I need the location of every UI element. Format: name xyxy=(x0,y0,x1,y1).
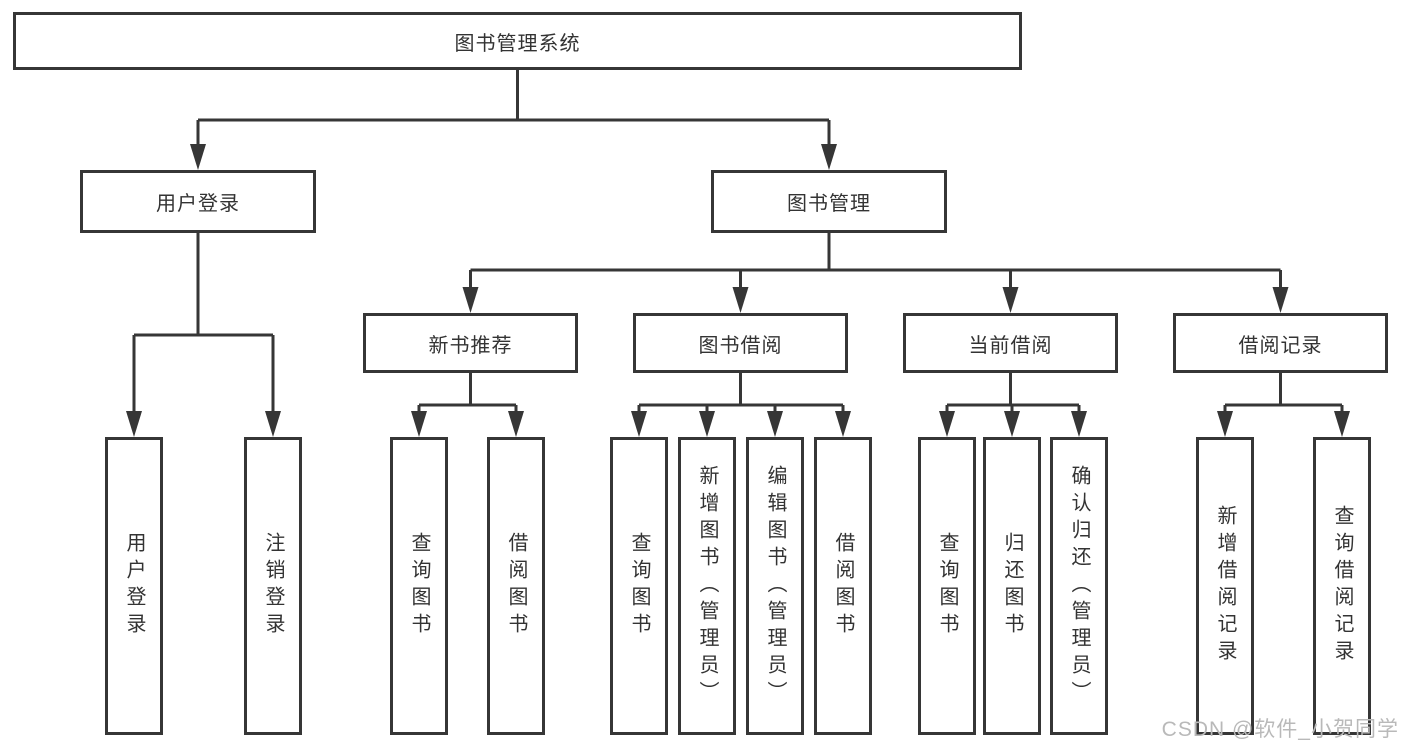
arrowhead-icon xyxy=(1334,411,1350,437)
leaf-query-borrow-record: 查询借阅记录 xyxy=(1313,437,1371,735)
connector-book-management-children xyxy=(469,233,1282,291)
arrowhead-icon xyxy=(265,411,281,437)
arrowhead-icon xyxy=(126,411,142,437)
connector-root-to-level2 xyxy=(196,70,831,148)
arrowhead-icon xyxy=(1002,287,1019,313)
leaf-add-borrow-record: 新增借阅记录 xyxy=(1196,437,1254,735)
arrowhead-icon xyxy=(732,287,749,313)
arrowhead-icon xyxy=(699,411,715,437)
leaf-add-books-admin: 新增图书（管理员） xyxy=(678,437,736,735)
leaf-confirm-return-admin: 确认归还（管理员） xyxy=(1050,437,1108,735)
leaf-query-books-current: 查询图书 xyxy=(918,437,976,735)
leaf-return-books: 归还图书 xyxy=(983,437,1041,735)
arrowhead-icon xyxy=(1217,411,1233,437)
leaf-user-login: 用户登录 xyxy=(105,437,163,735)
node-book-borrow: 图书借阅 xyxy=(633,313,848,373)
leaf-query-books-recommend: 查询图书 xyxy=(390,437,448,735)
node-user-login: 用户登录 xyxy=(80,170,316,233)
connector-user-login-children xyxy=(132,233,275,415)
connector-borrow-records-children xyxy=(1223,373,1344,415)
arrowhead-icon xyxy=(1071,411,1087,437)
node-borrow-records: 借阅记录 xyxy=(1173,313,1388,373)
arrowhead-icon xyxy=(462,287,479,313)
arrowhead-icon xyxy=(1272,287,1289,313)
leaf-borrow-books: 借阅图书 xyxy=(814,437,872,735)
arrowhead-icon xyxy=(821,144,837,170)
node-book-management: 图书管理 xyxy=(711,170,947,233)
leaf-logout: 注销登录 xyxy=(244,437,302,735)
arrowhead-icon xyxy=(411,411,427,437)
arrowhead-icon xyxy=(508,411,524,437)
arrowhead-icon xyxy=(835,411,851,437)
connector-new-book-recommend-children xyxy=(417,373,518,415)
arrowhead-icon xyxy=(767,411,783,437)
leaf-edit-books-admin: 编辑图书（管理员） xyxy=(746,437,804,735)
leaf-borrow-books-recommend: 借阅图书 xyxy=(487,437,545,735)
node-root: 图书管理系统 xyxy=(13,12,1022,70)
leaf-query-books-borrow: 查询图书 xyxy=(610,437,668,735)
node-new-book-recommend: 新书推荐 xyxy=(363,313,578,373)
arrowhead-icon xyxy=(190,144,206,170)
connector-book-borrow-children xyxy=(637,373,845,415)
arrowhead-icon xyxy=(1004,411,1020,437)
arrowhead-icon xyxy=(939,411,955,437)
node-current-borrow: 当前借阅 xyxy=(903,313,1118,373)
connector-current-borrow-children xyxy=(945,373,1081,415)
arrowhead-icon xyxy=(631,411,647,437)
